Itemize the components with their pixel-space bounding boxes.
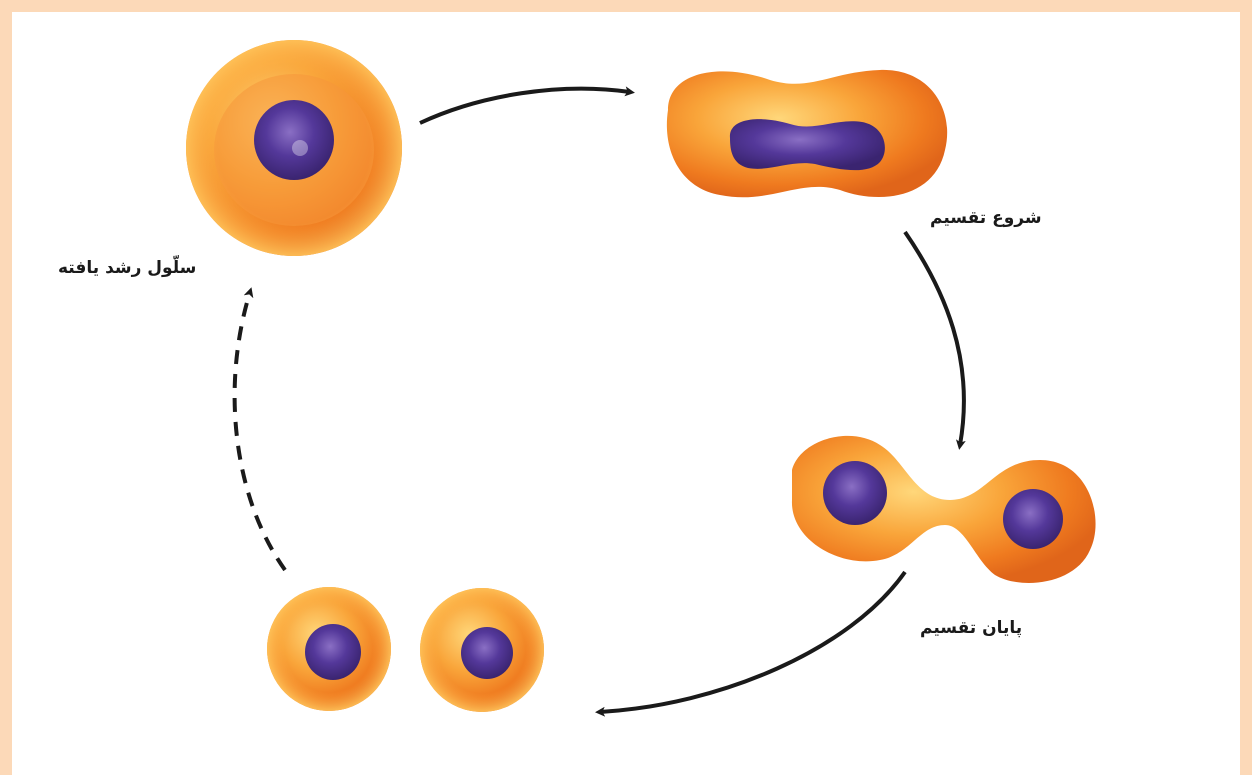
mature-cell <box>186 40 402 256</box>
nucleus-icon <box>1003 489 1063 549</box>
daughter-cell-left <box>267 587 391 711</box>
label-division-start: شروع تقسیم <box>930 208 1042 228</box>
division-start-cell <box>667 70 947 197</box>
arrow-bottom <box>600 572 905 712</box>
nucleus-icon <box>254 100 334 180</box>
nucleus-icon <box>730 119 885 170</box>
daughter-cells <box>267 587 544 712</box>
label-mature-cell: سلّول رشد یافته <box>58 258 196 278</box>
division-end-cell <box>792 436 1096 583</box>
nucleus-icon <box>305 624 361 680</box>
arrow-dashed-left <box>235 292 285 570</box>
daughter-cell-right <box>420 588 544 712</box>
nucleus-icon <box>461 627 513 679</box>
label-division-end: پایان تقسیم <box>920 618 1022 638</box>
arrow-right <box>905 232 964 445</box>
arrow-top <box>420 89 630 123</box>
nucleus-icon <box>823 461 887 525</box>
